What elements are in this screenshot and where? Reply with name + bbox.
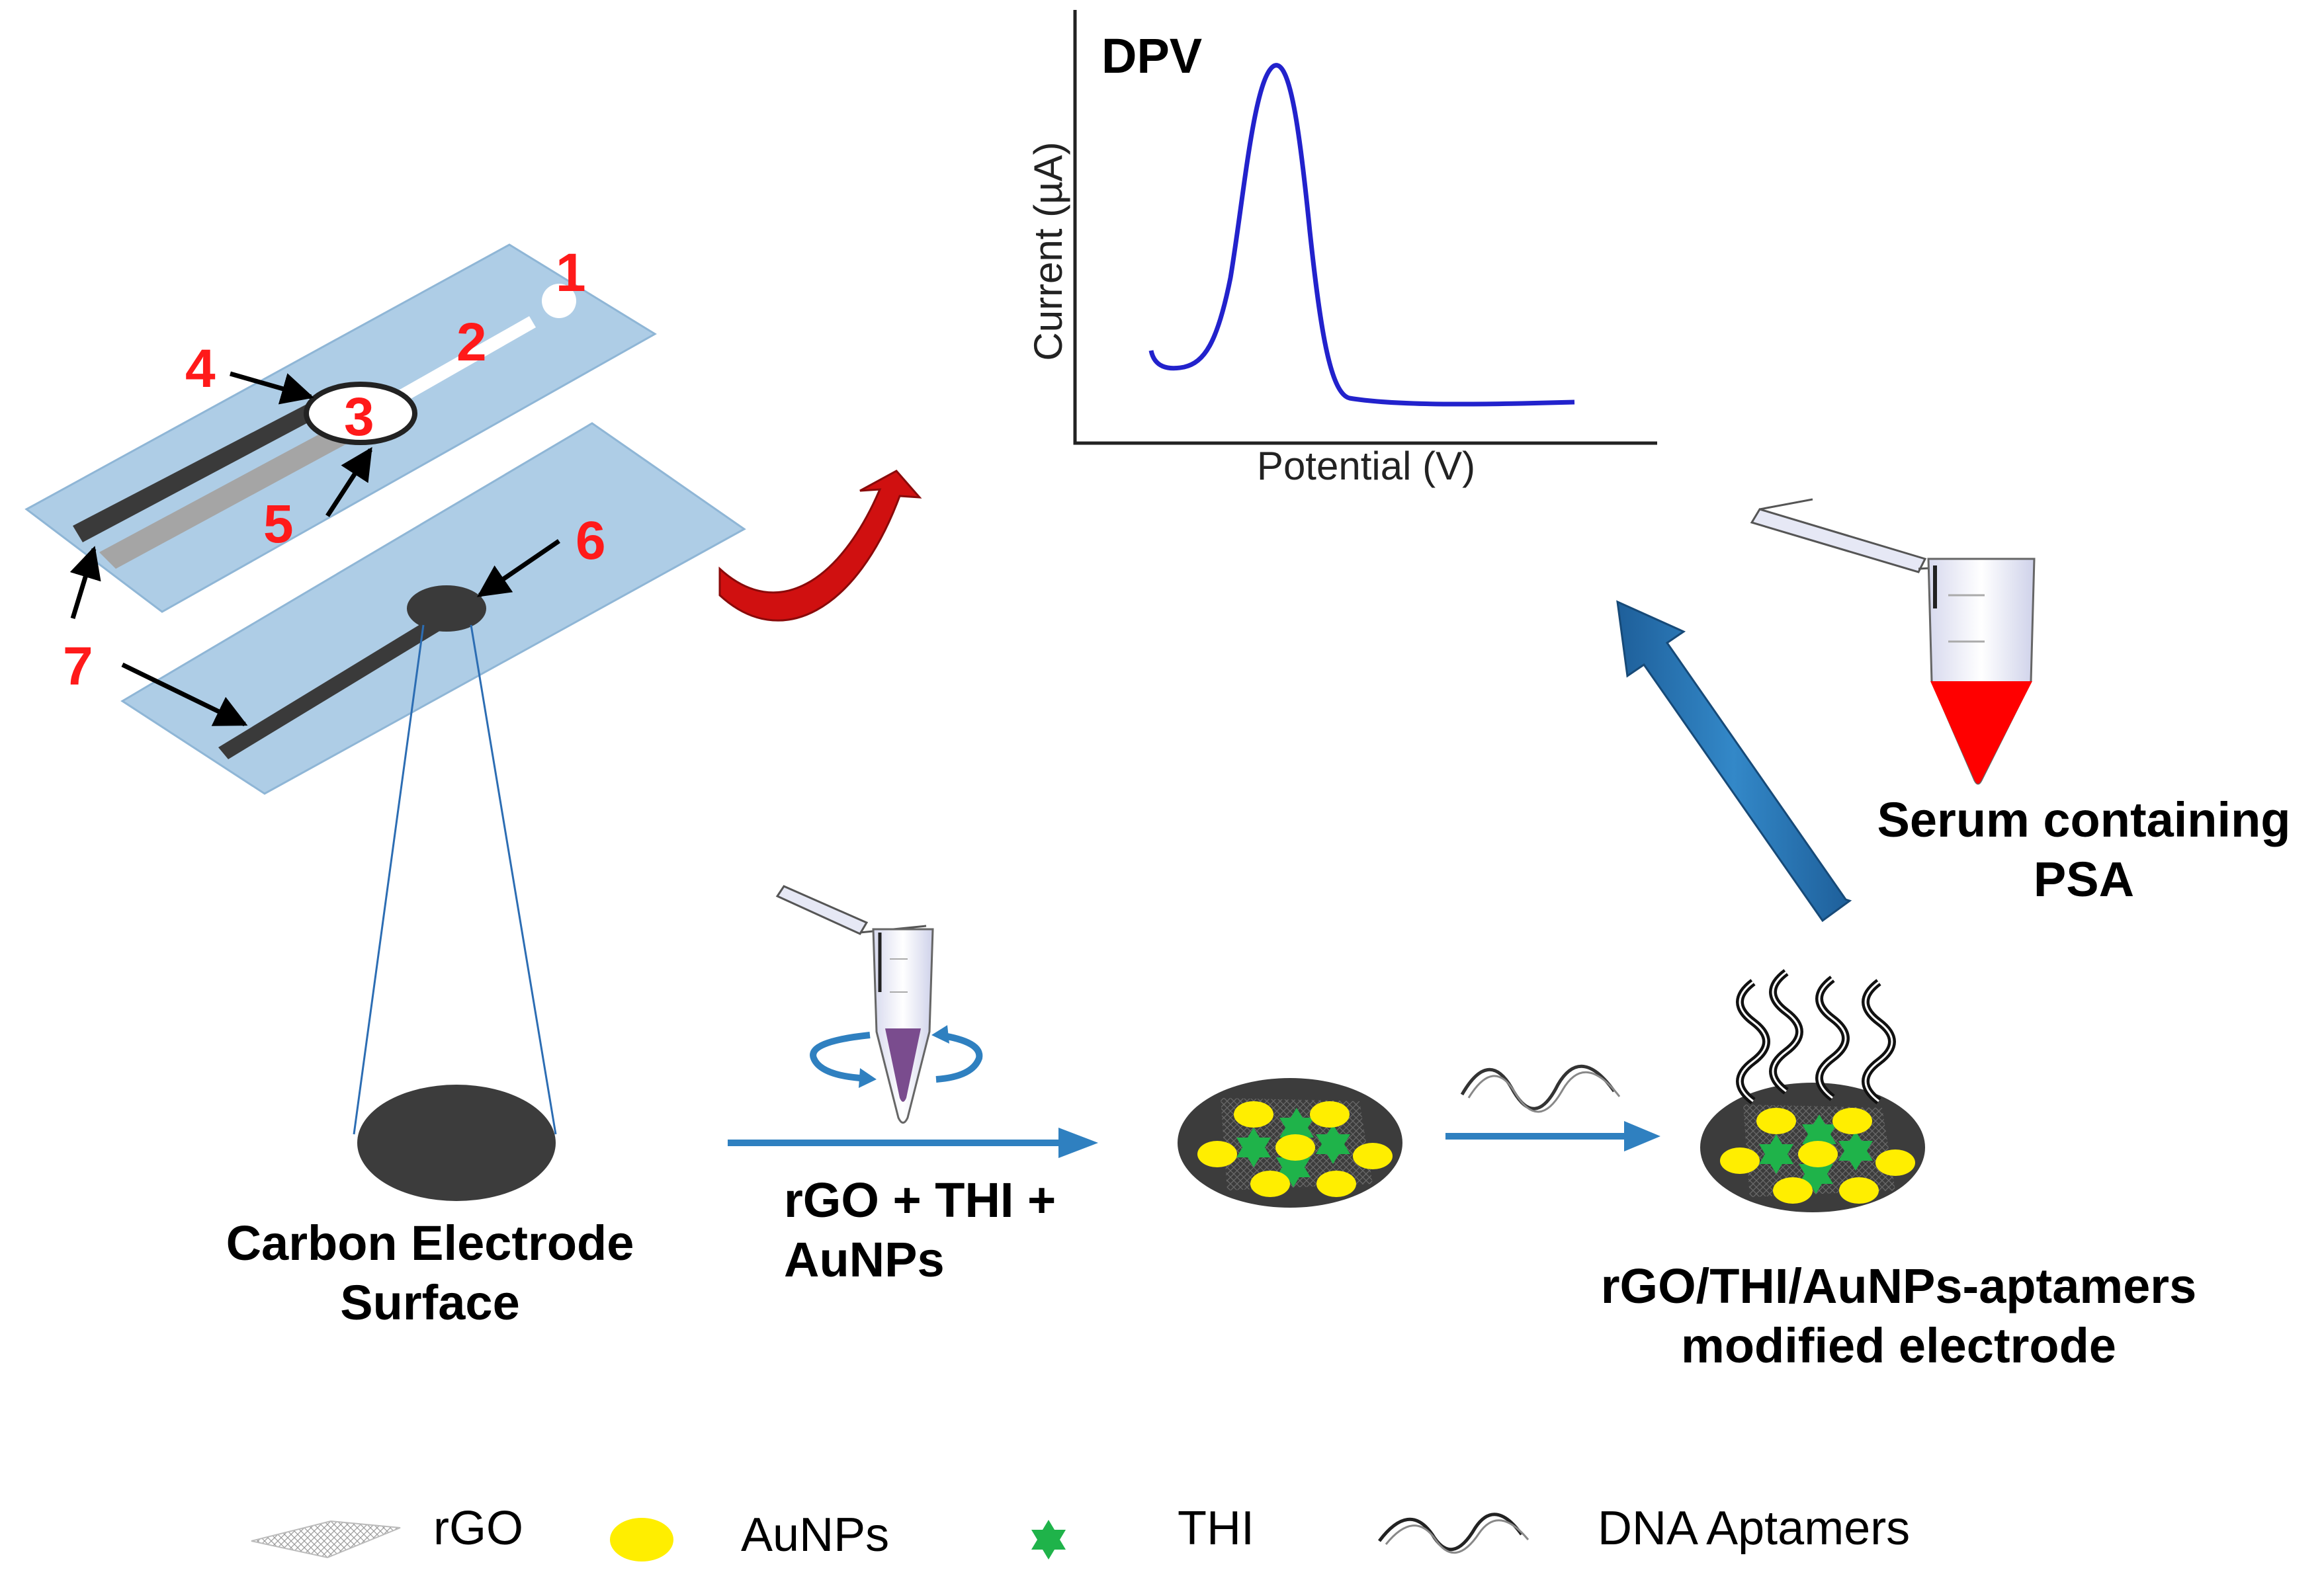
callout-2: 2	[456, 312, 487, 372]
sample-inlet	[542, 284, 576, 318]
carbon-electrode-pad	[407, 585, 486, 632]
serum-label-line1: Serum containing	[1877, 792, 2291, 847]
graph-xlabel: Potential (V)	[1257, 444, 1475, 488]
dna-aptamer-icon	[1378, 1513, 1529, 1554]
legend-thi: THI	[1178, 1502, 1254, 1555]
aptamer-modified-electrode	[1700, 969, 1925, 1212]
graph-ylabel: Current (µA)	[1026, 142, 1070, 360]
callout-7: 7	[63, 636, 93, 696]
sample-channel	[387, 316, 536, 407]
legend-aunps: AuNPs	[741, 1509, 889, 1561]
carbon-electrode-surface	[357, 1085, 556, 1201]
callout-numbers: 1 2 3 4 5 6 7	[63, 243, 606, 696]
arrow-4	[230, 371, 314, 405]
modified-electrode-label-line1: rGO/THI/AuNPs-aptamers	[1601, 1259, 2197, 1313]
arrow-7a	[121, 662, 248, 727]
arrow-6	[476, 539, 560, 597]
callout-3: 3	[344, 387, 374, 447]
serum-tube-icon	[1750, 498, 2036, 785]
rgo-thi-aunps-electrode	[1178, 1078, 1402, 1208]
detection-arrow	[1616, 600, 1852, 923]
step2-arrow	[1445, 1121, 1660, 1151]
thionine-star-icon	[1031, 1520, 1066, 1560]
carbon-electrode-label-line1: Carbon Electrode	[226, 1216, 634, 1270]
arrow-5	[325, 446, 372, 517]
reference-track	[73, 397, 334, 542]
serum-label-line2: PSA	[2034, 852, 2134, 907]
aptamer-icon	[1460, 1065, 1621, 1113]
callout-4: 4	[185, 339, 216, 399]
mixing-tube-icon	[775, 885, 983, 1124]
modified-electrode-label-line2: modified electrode	[1681, 1318, 2116, 1373]
working-track	[99, 407, 387, 569]
projection-lines	[353, 624, 557, 1135]
legend-dna-aptamers: DNA Aptamers	[1598, 1502, 1910, 1555]
bottom-electrode-strip	[120, 422, 746, 795]
electrode-track	[218, 618, 442, 759]
rgo-sheet-icon	[251, 1520, 401, 1559]
step1-arrow	[728, 1128, 1098, 1158]
callout-5: 5	[263, 494, 294, 554]
graph-axes	[1073, 10, 1657, 445]
legend: rGO AuNPs THI DNA Aptamers	[251, 1502, 1910, 1561]
callout-6: 6	[576, 511, 606, 571]
callout-arrows	[69, 371, 560, 727]
arrow-7b	[69, 546, 101, 620]
dpv-graph: DPV Potential (V) Current (µA)	[1026, 10, 1657, 488]
graph-title: DPV	[1101, 28, 1202, 83]
gold-nanoparticle-icon	[610, 1518, 673, 1561]
top-electrode-strip	[24, 243, 657, 613]
reagents-label-line2: AuNPs	[784, 1232, 945, 1287]
sample-chamber	[304, 382, 417, 445]
legend-rgo: rGO	[433, 1502, 523, 1555]
flip-arrow	[718, 470, 922, 622]
callout-1: 1	[556, 243, 586, 303]
rotation-arrows-icon	[810, 1032, 983, 1083]
reagents-label-line1: rGO + THI +	[784, 1173, 1056, 1228]
carbon-electrode-label-line2: Surface	[340, 1275, 519, 1330]
dpv-curve	[1148, 63, 1575, 407]
